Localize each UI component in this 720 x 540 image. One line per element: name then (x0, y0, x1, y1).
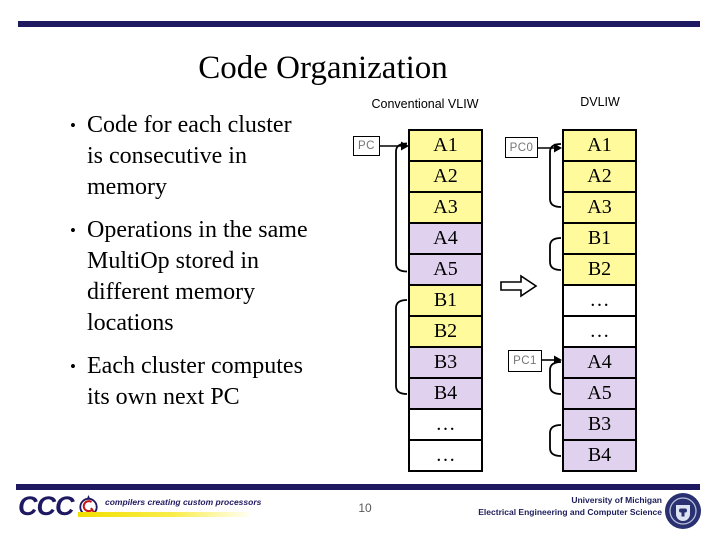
memory-cell: B1 (410, 284, 481, 315)
transform-arrow-icon (500, 274, 538, 298)
bullet-icon: • (70, 357, 76, 376)
memory-cell: A4 (410, 222, 481, 253)
conventional-vliw-label: Conventional VLIW (371, 97, 479, 111)
bullet-text: Code for each cluster is consecutive in … (87, 112, 292, 200)
bullet-icon: • (70, 116, 76, 135)
memory-cell: B1 (564, 222, 635, 253)
bullet-item: • Operations in the same MultiOp stored … (70, 215, 390, 339)
memory-cell: B3 (564, 408, 635, 439)
memory-cell: A3 (410, 191, 481, 222)
memory-cell: … (564, 315, 635, 346)
memory-cell: A5 (564, 377, 635, 408)
memory-cell: … (564, 284, 635, 315)
memory-cell: B3 (410, 346, 481, 377)
pc1-arrow (542, 355, 562, 365)
memory-cell: … (410, 408, 481, 439)
memory-cell: A1 (410, 131, 481, 160)
pc1-register-box: PC1 (508, 350, 542, 372)
bullet-text: Operations in the same MultiOp stored in… (87, 217, 308, 336)
bullet-text: Each cluster computes its own next PC (87, 353, 303, 410)
multiop-b-bracket (395, 299, 408, 395)
memory-cell: … (410, 439, 481, 470)
pc0-arrow (538, 143, 562, 153)
dvliw-a2-group-bracket (549, 361, 562, 395)
memory-cell: A2 (410, 160, 481, 191)
memory-cell: B4 (410, 377, 481, 408)
bullet-item: • Code for each cluster is consecutive i… (70, 110, 390, 203)
bullet-list: • Code for each cluster is consecutive i… (70, 110, 390, 425)
memory-cell: A3 (564, 191, 635, 222)
dvliw-b-group-bracket (549, 237, 562, 271)
memory-cell: A1 (564, 131, 635, 160)
dvliw-b2-group-bracket (549, 424, 562, 457)
tagline-underline-bar (78, 512, 250, 517)
memory-cell: B2 (410, 315, 481, 346)
memory-cell: A4 (564, 346, 635, 377)
memory-cell: B4 (564, 439, 635, 470)
top-accent-bar (18, 21, 700, 27)
bullet-icon: • (70, 221, 76, 240)
pc-register-box: PC (353, 136, 380, 156)
affiliation-text: University of Michigan Electrical Engine… (478, 495, 662, 518)
memory-cell: A2 (564, 160, 635, 191)
dvliw-label: DVLIW (580, 95, 620, 109)
page-title: Code Organization (198, 50, 448, 86)
bullet-item: • Each cluster computes its own next PC (70, 351, 390, 413)
page-number: 10 (358, 501, 372, 515)
memory-cell: B2 (564, 253, 635, 284)
ccc-logo-text: CCC (18, 491, 74, 521)
affiliation-line1: University of Michigan (571, 495, 662, 505)
university-seal-icon (665, 493, 701, 529)
multiop-a-bracket (395, 142, 408, 273)
dvliw-a-group-bracket (549, 143, 562, 208)
bottom-accent-bar (16, 484, 700, 490)
affiliation-line2: Electrical Engineering and Computer Scie… (478, 506, 662, 517)
memory-cell: A5 (410, 253, 481, 284)
ccc-tagline: compilers creating custom processors (105, 497, 262, 507)
pc0-register-box: PC0 (505, 137, 538, 158)
